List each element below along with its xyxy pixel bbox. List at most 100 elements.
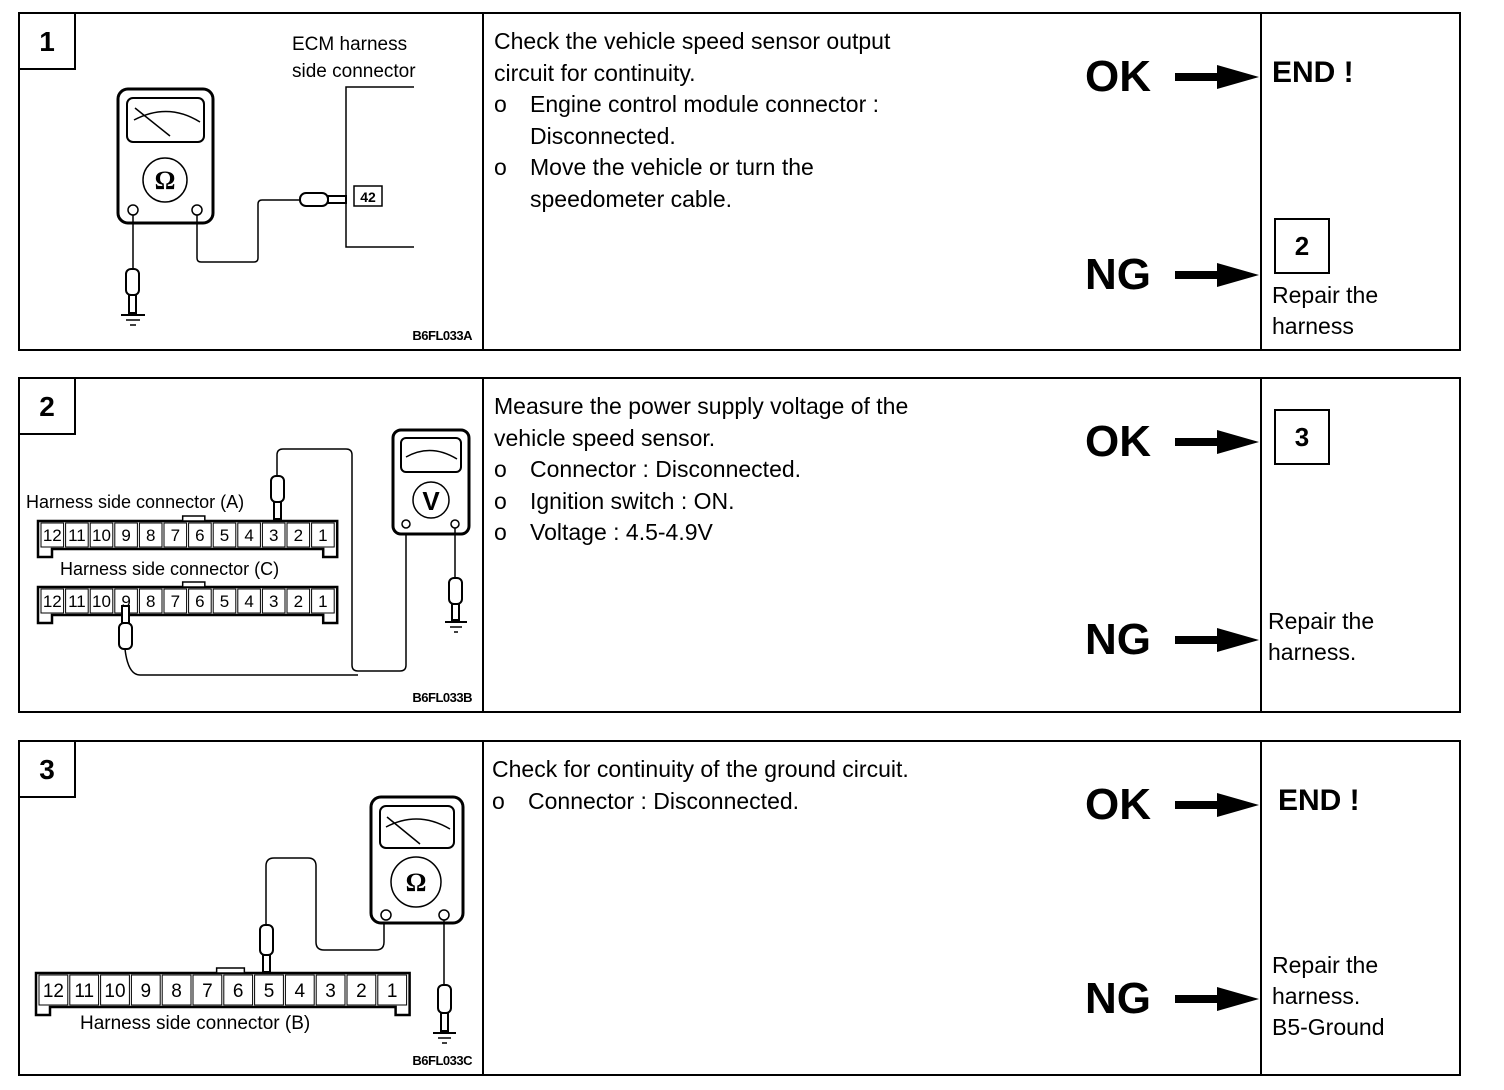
bullet-line: Move the vehicle or turn the [530, 154, 814, 180]
connector-pin [212, 588, 237, 614]
bullet-text: Voltage : 4.5-4.9V [530, 519, 713, 545]
connector-pin [237, 522, 261, 548]
terminal-number: 42 [360, 189, 376, 205]
bullet-line: speedometer cable. [530, 185, 733, 212]
bullet-item: o Move the vehicle or turn the speedomet… [494, 152, 1054, 215]
pin-number: 3 [269, 592, 278, 611]
step-number: 3 [20, 742, 76, 798]
right-arrow-icon [1175, 430, 1259, 454]
probe-icon [259, 924, 274, 956]
ng-branch: NG [1085, 250, 1259, 300]
step-1-description: Check the vehicle speed sensor output ci… [494, 26, 1054, 215]
probe-icon [299, 192, 329, 207]
pin-number: 7 [171, 526, 180, 545]
step-number: 1 [20, 14, 76, 70]
pin-number: 6 [233, 981, 244, 1002]
goto-step-2[interactable]: 2 [1274, 218, 1330, 274]
pin-number: 2 [356, 981, 367, 1002]
pin-number: 8 [146, 592, 155, 611]
pin-number: 8 [146, 526, 155, 545]
ok-label: OK [1085, 417, 1151, 466]
connector-pin [163, 522, 188, 548]
pin-number: 6 [195, 526, 204, 545]
description-lead: Check the vehicle speed sensor output ci… [494, 26, 1054, 89]
connector-pin [188, 522, 212, 548]
bullet-icon: o [494, 154, 507, 180]
figure-code: B6FL033C [412, 1053, 472, 1068]
right-arrow-icon [1175, 263, 1259, 287]
connector-pin [138, 522, 163, 548]
step-1-panel: 1 ECM harness side connector Ω [18, 12, 1461, 351]
bullet-item: o Engine control module connector : Disc… [494, 89, 1054, 152]
figure-code: B6FL033A [412, 328, 472, 343]
right-arrow-icon [1175, 65, 1259, 89]
connector-pin [311, 522, 335, 548]
connector-pin [237, 588, 261, 614]
right-arrow-icon [1175, 987, 1259, 1011]
ng-result: Repair the harness. [1268, 606, 1374, 668]
connector-pin [89, 522, 114, 548]
pin-number: 9 [121, 526, 130, 545]
pin-number: 4 [244, 592, 253, 611]
pin-number: 11 [74, 981, 94, 1002]
lead-line: Check the vehicle speed sensor output [494, 28, 891, 54]
pin-number: 11 [68, 526, 86, 545]
step-2-description: Measure the power supply voltage of the … [494, 391, 1054, 549]
label-line: side connector [292, 61, 416, 82]
bullet-text: Connector : Disconnected. [528, 787, 800, 814]
bullet-icon: o [494, 487, 507, 514]
right-arrow-icon [1175, 628, 1259, 652]
connector-key [181, 581, 206, 588]
probe-icon [118, 622, 133, 650]
connector-pin [284, 974, 315, 1006]
label-line: ECM harness [292, 34, 408, 55]
ng-label: NG [1085, 250, 1151, 299]
ohmmeter-continuity-diagram: Ω 42 [116, 86, 414, 326]
ok-branch: OK [1085, 417, 1259, 467]
step-number: 2 [20, 379, 76, 435]
description-lead: Check for continuity of the ground circu… [492, 754, 1052, 786]
meter-display [126, 97, 205, 143]
goto-step-3[interactable]: 3 [1274, 409, 1330, 465]
bullet-item: o Voltage : 4.5-4.9V [494, 517, 1054, 549]
pin-number: 12 [43, 526, 62, 545]
step-2-results: 3 Repair the harness. [1260, 379, 1461, 711]
pin-number: 9 [141, 981, 152, 1002]
pin-number: 12 [43, 592, 62, 611]
connector-pin [69, 974, 100, 1006]
connector-pin [192, 974, 223, 1006]
meter-dial [142, 157, 188, 203]
probe-icon [448, 577, 463, 605]
probe-icon [125, 268, 140, 296]
step-3-results: END ! Repair the harness. B5-Ground [1260, 742, 1461, 1074]
bullet-line: Disconnected. [530, 122, 676, 149]
connector-pin [38, 974, 69, 1006]
pin-number: 6 [195, 592, 204, 611]
connector-pin [377, 974, 408, 1006]
pin-number: 8 [171, 981, 182, 1002]
result-line: harness [1272, 313, 1354, 339]
ng-branch: NG [1085, 615, 1259, 665]
connector-pin [65, 588, 89, 614]
step-2-panel: 2 Harness side connector (A) Harness sid… [18, 377, 1461, 713]
connector-pin [223, 974, 254, 1006]
ok-branch: OK [1085, 780, 1259, 830]
pin-number: 11 [68, 592, 86, 611]
connector-pin [315, 974, 346, 1006]
pin-number: 10 [104, 981, 125, 1002]
ng-result: Repair the harness. B5-Ground [1272, 950, 1385, 1043]
ng-branch: NG [1085, 974, 1259, 1024]
bullet-text: Move the vehicle or turn the speedometer… [530, 152, 814, 215]
bullet-icon: o [494, 519, 507, 545]
connector-pin [286, 522, 311, 548]
connector-pin [212, 522, 237, 548]
bullet-icon: o [492, 787, 505, 814]
pin-number: 10 [92, 526, 111, 545]
lead-line: circuit for continuity. [494, 59, 696, 86]
ng-label: NG [1085, 615, 1151, 664]
ng-label: NG [1085, 974, 1151, 1023]
